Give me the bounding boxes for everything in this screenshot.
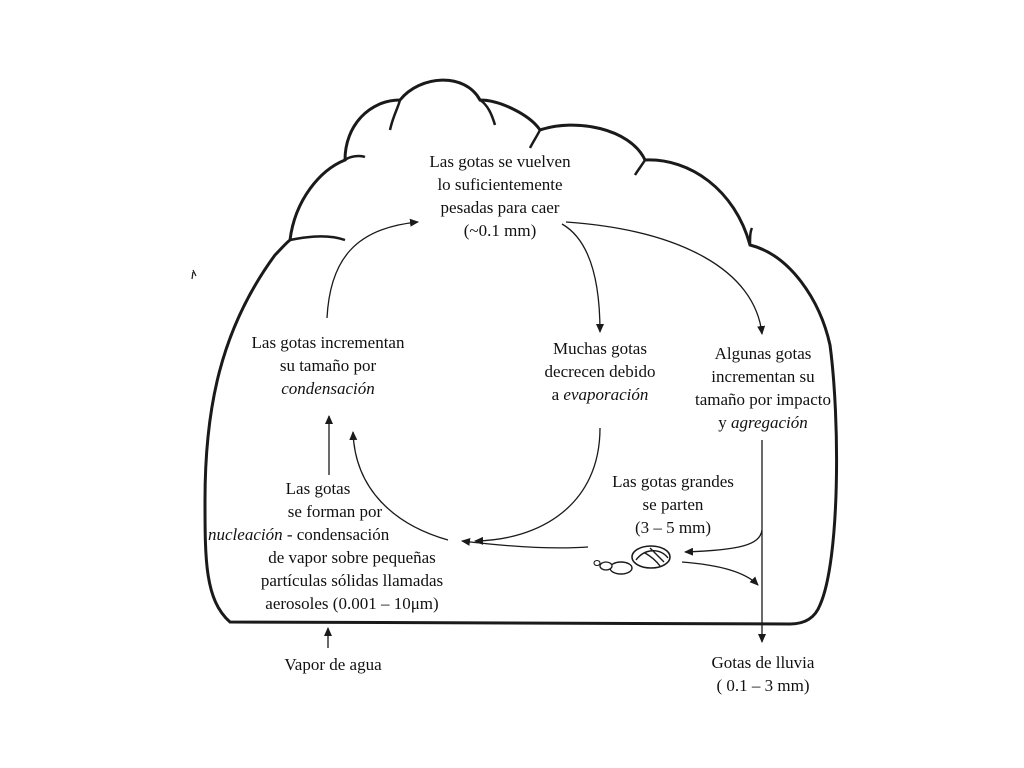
label-line: Las gotas se vuelven <box>429 152 571 171</box>
label-line: y agregación <box>668 411 858 434</box>
label-line: tamaño por impacto <box>695 390 831 409</box>
arrow-evaporation-to-return <box>474 427 601 545</box>
italic-term: agregación <box>730 413 808 432</box>
arrow-top-to-evaporation <box>561 223 604 333</box>
cloud-inner-lines <box>289 98 754 246</box>
label-line: pesadas para caer <box>440 198 560 217</box>
italic-term: evaporación <box>563 385 649 404</box>
label-line: decrecen debido <box>544 362 656 381</box>
label-line: de vapor sobre pequeñas <box>268 548 436 567</box>
label-line: incrementan su <box>711 367 815 386</box>
label-rest: - condensación <box>282 525 390 544</box>
label-evaporation: Muchas gotas decrecen debido a evaporaci… <box>510 337 690 406</box>
label-line-italic: condensación <box>228 377 428 400</box>
label-drops-heavy-enough: Las gotas se vuelven lo suficientemente … <box>400 150 600 242</box>
label-condensation-growth: Las gotas incrementan su tamaño por cond… <box>228 331 428 400</box>
arrow-top-to-aggregation <box>565 221 766 335</box>
label-water-vapor: Vapor de agua <box>258 653 408 676</box>
label-nucleation: Las gotas se forman por nucleación - con… <box>205 477 475 615</box>
label-line: Las gotas grandes <box>612 472 734 491</box>
label-line: Las gotas <box>285 479 351 498</box>
label-line: partículas sólidas llamadas <box>260 571 444 590</box>
label-line: (3 – 5 mm) <box>634 518 712 537</box>
label-line: se forman por <box>287 502 383 521</box>
arrow-condensation-to-top <box>326 218 419 319</box>
arrow-drops-to-rain <box>681 561 759 586</box>
label-line: Algunas gotas <box>714 344 812 363</box>
label-line: su tamaño por <box>279 356 377 375</box>
label-large-drops-break: Las gotas grandes se parten (3 – 5 mm) <box>588 470 758 539</box>
label-line: a evaporación <box>510 383 690 406</box>
label-line: ( 0.1 – 3 mm) <box>716 676 810 695</box>
label-raindrops: Gotas de lluvia ( 0.1 – 3 mm) <box>688 651 838 697</box>
label-line: Vapor de agua <box>284 655 382 674</box>
italic-term: nucleación <box>208 525 283 544</box>
italic-term: condensación <box>281 379 375 398</box>
label-aggregation: Algunas gotas incrementan su tamaño por … <box>668 342 858 434</box>
arrow-return-to-condensation <box>349 431 449 541</box>
label-line: (~0.1 mm) <box>463 221 537 240</box>
breaking-drops-illustration <box>593 545 671 575</box>
stray-mark <box>191 269 197 280</box>
label-line: Muchas gotas <box>553 339 647 358</box>
label-prefix: y <box>718 413 731 432</box>
label-line: Gotas de lluvia <box>711 653 815 672</box>
label-line: se parten <box>642 495 704 514</box>
label-line: aerosoles (0.001 – 10μm) <box>265 594 439 613</box>
label-line: lo suficientemente <box>437 175 563 194</box>
arrow-breakup-to-return <box>461 537 589 549</box>
label-prefix: a <box>551 385 564 404</box>
label-line: Las gotas incrementan <box>251 333 405 352</box>
label-line: nucleación - condensación <box>205 523 475 546</box>
